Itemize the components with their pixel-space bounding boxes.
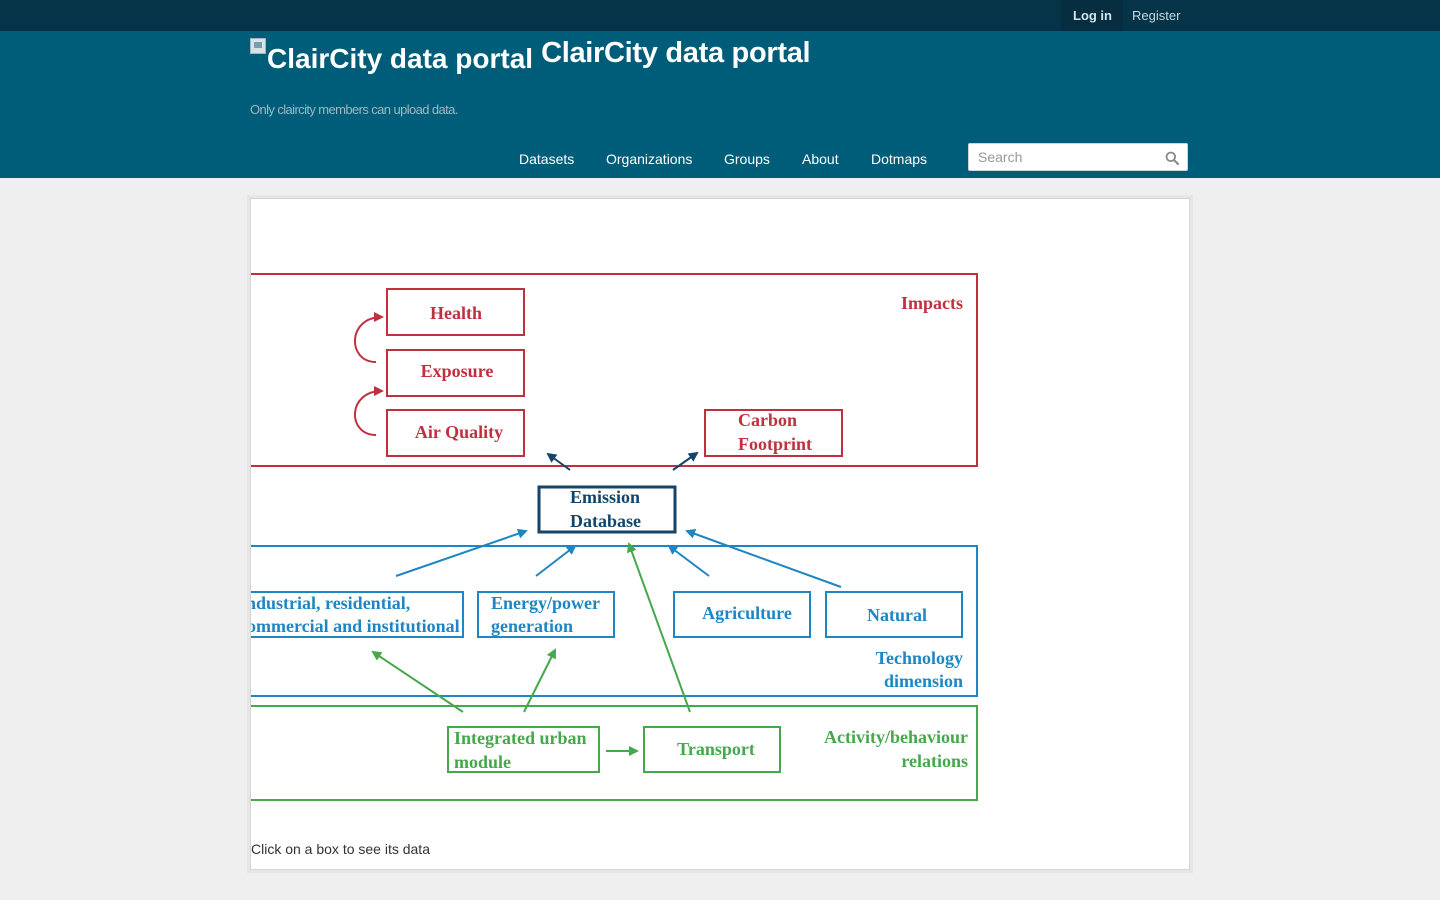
transport-label: Transport	[677, 739, 755, 759]
nav-datasets[interactable]: Datasets	[519, 151, 575, 167]
integrated-urban-module-box[interactable]: Integrated urban module	[447, 726, 600, 773]
impacts-label: Impacts	[901, 293, 963, 313]
industrial-to-emission-arrow	[395, 528, 528, 577]
energy-label-line2: generation	[491, 616, 573, 636]
technology-label-line2: dimension	[884, 671, 963, 691]
emission-database-box[interactable]: Emission Database	[537, 485, 677, 534]
natural-to-emission-arrow	[685, 529, 842, 588]
activity-label-line1: Activity/behaviour	[824, 727, 968, 747]
nav-dotmaps[interactable]: Dotmaps	[871, 151, 928, 167]
energy-box[interactable]: Energy/power generation	[477, 591, 615, 638]
site-title[interactable]: ClairCity data portal	[541, 37, 811, 69]
site-tagline: Only claircity members can upload data.	[250, 102, 458, 117]
activity-label-line2: relations	[901, 751, 968, 771]
diagram-caption: Click on a box to see its data	[251, 841, 430, 857]
activity-layer: Activity/behaviour relations	[251, 705, 978, 801]
energy-label-line1: Energy/power	[491, 593, 600, 613]
air-quality-label: Air Quality	[415, 422, 503, 442]
air-quality-box[interactable]: Air Quality	[386, 409, 525, 457]
integrated-to-energy-arrow	[523, 648, 556, 713]
technology-label-line1: Technology	[876, 648, 963, 668]
integrated-to-industrial-arrow	[371, 650, 464, 713]
industrial-label-line1: Industrial, residential,	[251, 593, 410, 613]
carbon-label-line1: Carbon	[738, 410, 797, 430]
carbon-footprint-box[interactable]: Carbon Footprint	[704, 409, 843, 457]
logo-alt-text[interactable]: ClairCity data portal	[267, 43, 534, 74]
impacts-layer: Impacts	[251, 273, 978, 467]
transport-to-emission-arrow	[627, 542, 691, 713]
emission-label-line2: Database	[570, 511, 641, 531]
transport-box[interactable]: Transport	[643, 726, 781, 773]
agriculture-to-emission-arrow	[667, 544, 710, 577]
data-flow-diagram: Impacts Technology dimension Activity/be…	[251, 199, 1191, 839]
health-label: Health	[430, 303, 482, 323]
nav-about[interactable]: About	[802, 151, 839, 167]
broken-image-icon	[250, 38, 266, 54]
emission-to-carbon-arrow	[672, 451, 699, 471]
login-link[interactable]: Log in	[1061, 0, 1123, 31]
search-icon[interactable]	[1165, 151, 1179, 170]
integrated-label-line2: module	[454, 752, 511, 772]
search-form	[968, 143, 1188, 171]
masthead: ClairCity data portal ClairCity data por…	[0, 31, 1440, 178]
agriculture-box[interactable]: Agriculture	[673, 591, 811, 638]
natural-box[interactable]: Natural	[825, 591, 963, 638]
emission-label-line1: Emission	[570, 487, 640, 507]
carbon-label-line2: Footprint	[738, 434, 812, 454]
site-logo-link[interactable]: ClairCity data portal ClairCity data por…	[250, 37, 811, 74]
account-bar: Log in Register	[0, 0, 1440, 31]
health-box[interactable]: Health	[386, 288, 525, 336]
exposure-to-health-arrow	[353, 312, 384, 363]
airquality-to-exposure-arrow	[353, 386, 384, 436]
natural-label: Natural	[867, 605, 927, 625]
nav-organizations[interactable]: Organizations	[606, 151, 693, 167]
integrated-label-line1: Integrated urban	[454, 728, 587, 748]
energy-to-emission-arrow	[535, 544, 577, 577]
search-input[interactable]	[969, 144, 1149, 170]
exposure-box[interactable]: Exposure	[386, 349, 525, 397]
industrial-box[interactable]: Industrial, residential, commercial and …	[251, 591, 464, 638]
industrial-label-line2: commercial and institutional	[251, 616, 460, 636]
register-link[interactable]: Register	[1132, 8, 1181, 23]
content-panel: Impacts Technology dimension Activity/be…	[250, 198, 1190, 870]
account-links: Log in Register	[1061, 0, 1189, 31]
exposure-label: Exposure	[421, 361, 494, 381]
nav-groups[interactable]: Groups	[724, 151, 770, 167]
technology-layer: Technology dimension	[251, 545, 978, 697]
emission-to-airquality-arrow	[546, 452, 571, 471]
agriculture-label: Agriculture	[702, 603, 792, 623]
